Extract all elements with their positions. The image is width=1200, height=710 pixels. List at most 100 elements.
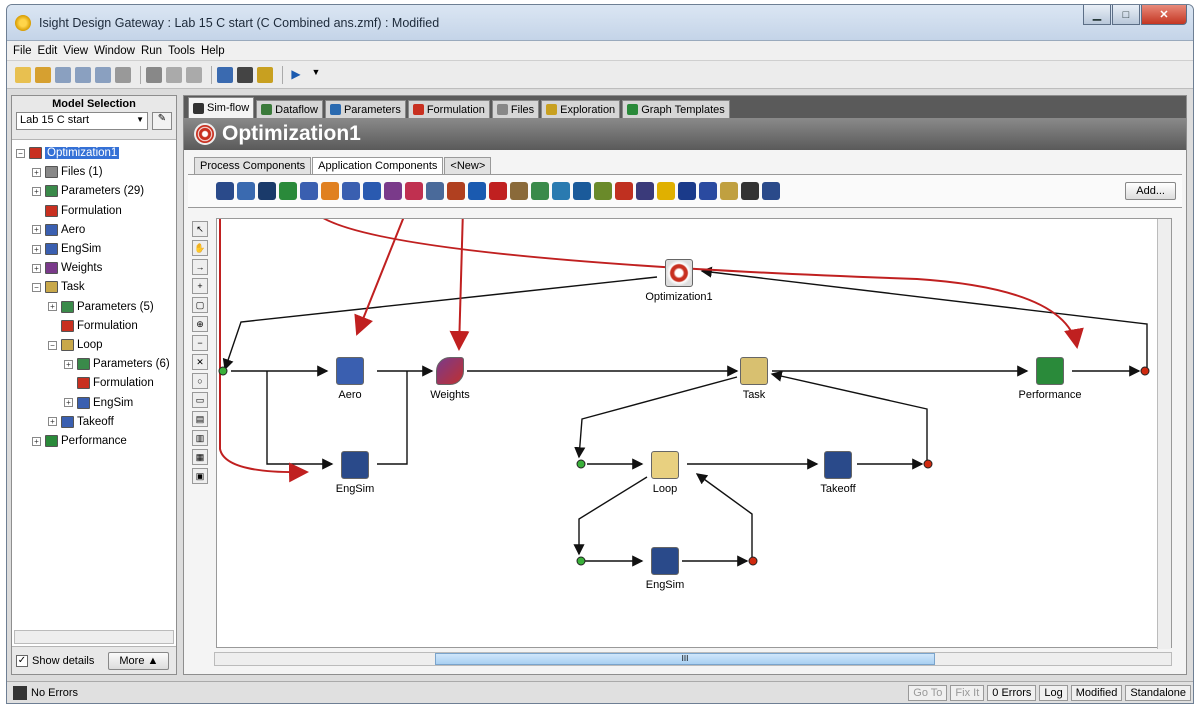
select-tool-icon[interactable]: ↖ (192, 221, 208, 237)
expand-icon[interactable]: − (32, 282, 41, 292)
tree-item[interactable]: +Parameters (5) (48, 298, 154, 316)
tree-item[interactable]: +EngSim (32, 240, 101, 258)
note-icon[interactable]: ▭ (192, 392, 208, 408)
expand-icon[interactable]: + (32, 244, 41, 254)
zoom-out-icon[interactable]: − (192, 335, 208, 351)
component-25-icon[interactable] (741, 182, 759, 200)
node-aero[interactable]: Aero (310, 357, 390, 401)
library-icon[interactable] (237, 66, 253, 83)
node-weights[interactable]: Weights (410, 357, 490, 401)
component-17-icon[interactable] (573, 182, 591, 200)
layout-icon[interactable]: ▥ (192, 430, 208, 446)
tab-sim-flow[interactable]: Sim-flow (188, 97, 255, 118)
show-details-checkbox[interactable]: ✓ (16, 654, 28, 667)
tab-files[interactable]: Files (491, 100, 540, 118)
component-16-icon[interactable] (552, 182, 570, 200)
save-all-icon[interactable] (95, 66, 111, 83)
menu-view[interactable]: View (63, 44, 89, 57)
connect-tool-icon[interactable]: → (192, 259, 208, 275)
zoom-in-icon[interactable]: + (192, 278, 208, 294)
tab-dataflow[interactable]: Dataflow (256, 100, 323, 118)
component-14-icon[interactable] (510, 182, 528, 200)
tree-item[interactable]: +Parameters (6) (64, 355, 170, 373)
expand-icon[interactable]: + (32, 167, 41, 177)
expand-icon[interactable]: + (32, 225, 41, 235)
save-image-icon[interactable]: ▣ (192, 468, 208, 484)
menu-edit[interactable]: Edit (37, 44, 58, 57)
component-19-icon[interactable] (615, 182, 633, 200)
component-6-icon[interactable] (342, 182, 360, 200)
component-8-icon[interactable] (384, 182, 402, 200)
add-component-button[interactable]: Add... (1125, 182, 1176, 200)
tab-graph-templates[interactable]: Graph Templates (622, 100, 730, 118)
run-icon[interactable]: ▶ (291, 66, 301, 81)
tab-process-components[interactable]: Process Components (194, 157, 312, 174)
component-12-icon[interactable] (468, 182, 486, 200)
component-2-icon[interactable] (258, 182, 276, 200)
zoom-box-icon[interactable]: ⊕ (192, 316, 208, 332)
tree-item[interactable]: −Loop (48, 336, 103, 354)
minimize-button[interactable]: ▁ (1083, 5, 1111, 25)
menu-help[interactable]: Help (200, 44, 225, 57)
component-5-icon[interactable] (321, 182, 339, 200)
node-loop[interactable]: Loop (625, 451, 705, 495)
menu-window[interactable]: Window (94, 44, 135, 57)
component-26-icon[interactable] (762, 182, 780, 200)
tree-item[interactable]: −Optimization1 (16, 144, 120, 162)
tree-item[interactable]: +EngSim (64, 394, 133, 412)
print-icon[interactable] (115, 66, 131, 83)
tree-item[interactable]: +Performance (32, 432, 127, 450)
expand-icon[interactable]: + (64, 359, 73, 369)
component-22-icon[interactable] (678, 182, 696, 200)
close-button[interactable]: ✕ (1141, 5, 1187, 25)
component-1-icon[interactable] (237, 182, 255, 200)
new-icon[interactable] (15, 66, 31, 83)
hscroll-thumb[interactable]: III (435, 653, 935, 665)
expand-icon[interactable]: + (32, 263, 41, 273)
component-21-icon[interactable] (657, 182, 675, 200)
paste-icon[interactable] (186, 66, 202, 83)
delete-icon[interactable]: ✕ (192, 354, 208, 370)
menu-file[interactable]: File (13, 44, 32, 57)
simflow-canvas[interactable]: Optimization1 Aero Weights Task Performa… (216, 218, 1172, 649)
expand-icon[interactable]: + (64, 398, 73, 408)
component-4-icon[interactable] (300, 182, 318, 200)
tab-formulation[interactable]: Formulation (407, 100, 490, 118)
fixit-button[interactable]: Fix It (950, 684, 985, 701)
tree-item[interactable]: Formulation (48, 317, 138, 335)
zoom-reset-icon[interactable]: ○ (192, 373, 208, 389)
tree-scrollbar[interactable] (14, 630, 174, 644)
tree-item[interactable]: +Aero (32, 221, 85, 239)
copy-icon[interactable] (166, 66, 182, 83)
component-9-icon[interactable] (405, 182, 423, 200)
more-button[interactable]: More ▲ (108, 651, 170, 670)
component-15-icon[interactable] (531, 182, 549, 200)
node-performance[interactable]: Performance (1010, 357, 1090, 401)
tab-exploration[interactable]: Exploration (541, 100, 621, 118)
errors-button[interactable]: 0 Errors (987, 684, 1037, 701)
component-24-icon[interactable] (720, 182, 738, 200)
expand-icon[interactable]: + (32, 186, 41, 196)
save-as-icon[interactable] (75, 66, 91, 83)
node-optimization1[interactable]: Optimization1 (639, 259, 719, 303)
tree-item[interactable]: −Task (32, 278, 85, 296)
canvas-vscroll[interactable] (1157, 219, 1171, 649)
model-select[interactable]: Lab 15 C start (16, 112, 148, 130)
component-0-icon[interactable] (216, 182, 234, 200)
tab-parameters[interactable]: Parameters (324, 100, 406, 118)
expand-icon[interactable]: + (32, 436, 41, 446)
maximize-button[interactable]: □ (1112, 5, 1140, 25)
open-icon[interactable] (35, 66, 51, 83)
model-icon[interactable] (217, 66, 233, 83)
run-dropdown-icon[interactable]: ▼ (311, 66, 321, 77)
expand-icon[interactable]: − (16, 148, 25, 158)
grid-icon[interactable]: ▦ (192, 449, 208, 465)
component-18-icon[interactable] (594, 182, 612, 200)
tab-new[interactable]: <New> (444, 157, 492, 174)
cut-icon[interactable] (146, 66, 162, 83)
runtime-icon[interactable] (257, 66, 273, 83)
tab-application-components[interactable]: Application Components (312, 157, 444, 174)
edit-model-icon[interactable]: ✎ (152, 112, 172, 130)
menu-run[interactable]: Run (140, 44, 163, 57)
tree-item[interactable]: +Weights (32, 259, 102, 277)
